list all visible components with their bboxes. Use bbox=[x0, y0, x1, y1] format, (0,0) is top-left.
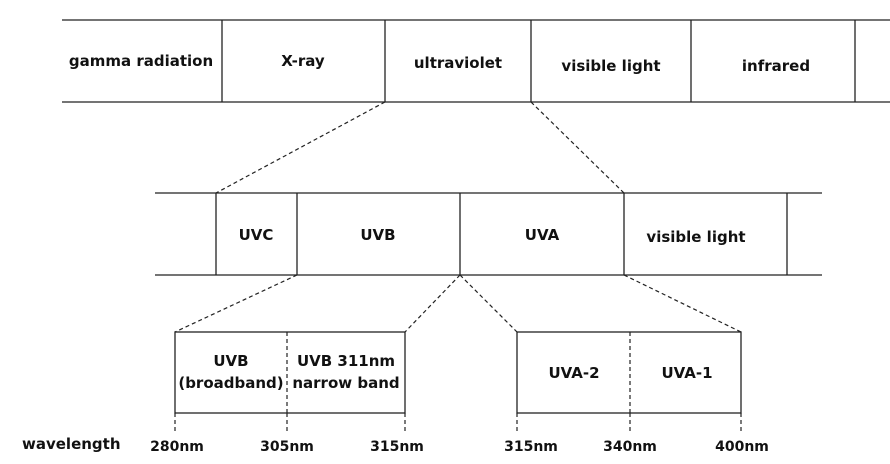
zoom-connector bbox=[459, 274, 518, 333]
uv-row: UVC UVB UVA visible light bbox=[155, 192, 822, 276]
band-visible-light-uv: visible light bbox=[646, 228, 745, 246]
tick-label: 315nm bbox=[370, 439, 424, 455]
zoom-connector bbox=[623, 274, 742, 333]
spectrum-row: gamma radiation X-ray ultraviolet visibl… bbox=[62, 19, 890, 103]
band-uva-1: UVA-1 bbox=[661, 364, 712, 382]
zoom-connector bbox=[404, 274, 461, 333]
tick-label: 280nm bbox=[150, 439, 204, 455]
band-x-ray: X-ray bbox=[281, 52, 325, 70]
uvb-detail-frame bbox=[174, 331, 406, 414]
uvb-narrowband-line1: UVB 311nm bbox=[297, 352, 395, 370]
band-uvb: UVB bbox=[360, 226, 395, 244]
uvb-broadband-line2: (broadband) bbox=[178, 374, 283, 392]
wavelength-label: wavelength bbox=[22, 435, 121, 453]
tick-label: 400nm bbox=[715, 439, 769, 455]
zoom-connector bbox=[174, 274, 298, 333]
zoom-connector bbox=[215, 101, 386, 194]
uvb-narrowband-line2: narrow band bbox=[292, 374, 399, 392]
tick-label: 315nm bbox=[504, 439, 558, 455]
tick-label: 305nm bbox=[260, 439, 314, 455]
band-gamma-radiation: gamma radiation bbox=[69, 52, 213, 70]
uva-detail-frame bbox=[516, 331, 742, 414]
uvb-broadband-line1: UVB bbox=[213, 352, 248, 370]
zoom-connector bbox=[530, 101, 625, 194]
band-uva-2: UVA-2 bbox=[548, 364, 599, 382]
band-ultraviolet: ultraviolet bbox=[414, 54, 502, 72]
tick-label: 340nm bbox=[603, 439, 657, 455]
band-visible-light: visible light bbox=[561, 57, 660, 75]
band-uvc: UVC bbox=[239, 226, 274, 244]
uva-detail-box: UVA-2 UVA-1 bbox=[516, 331, 742, 414]
uvb-detail-box: UVB (broadband) UVB 311nm narrow band bbox=[174, 331, 406, 414]
band-infrared: infrared bbox=[742, 57, 810, 75]
wavelength-axis: wavelength 280nm 305nm 315nm 315nm 340nm… bbox=[22, 413, 769, 455]
band-uva: UVA bbox=[525, 226, 560, 244]
